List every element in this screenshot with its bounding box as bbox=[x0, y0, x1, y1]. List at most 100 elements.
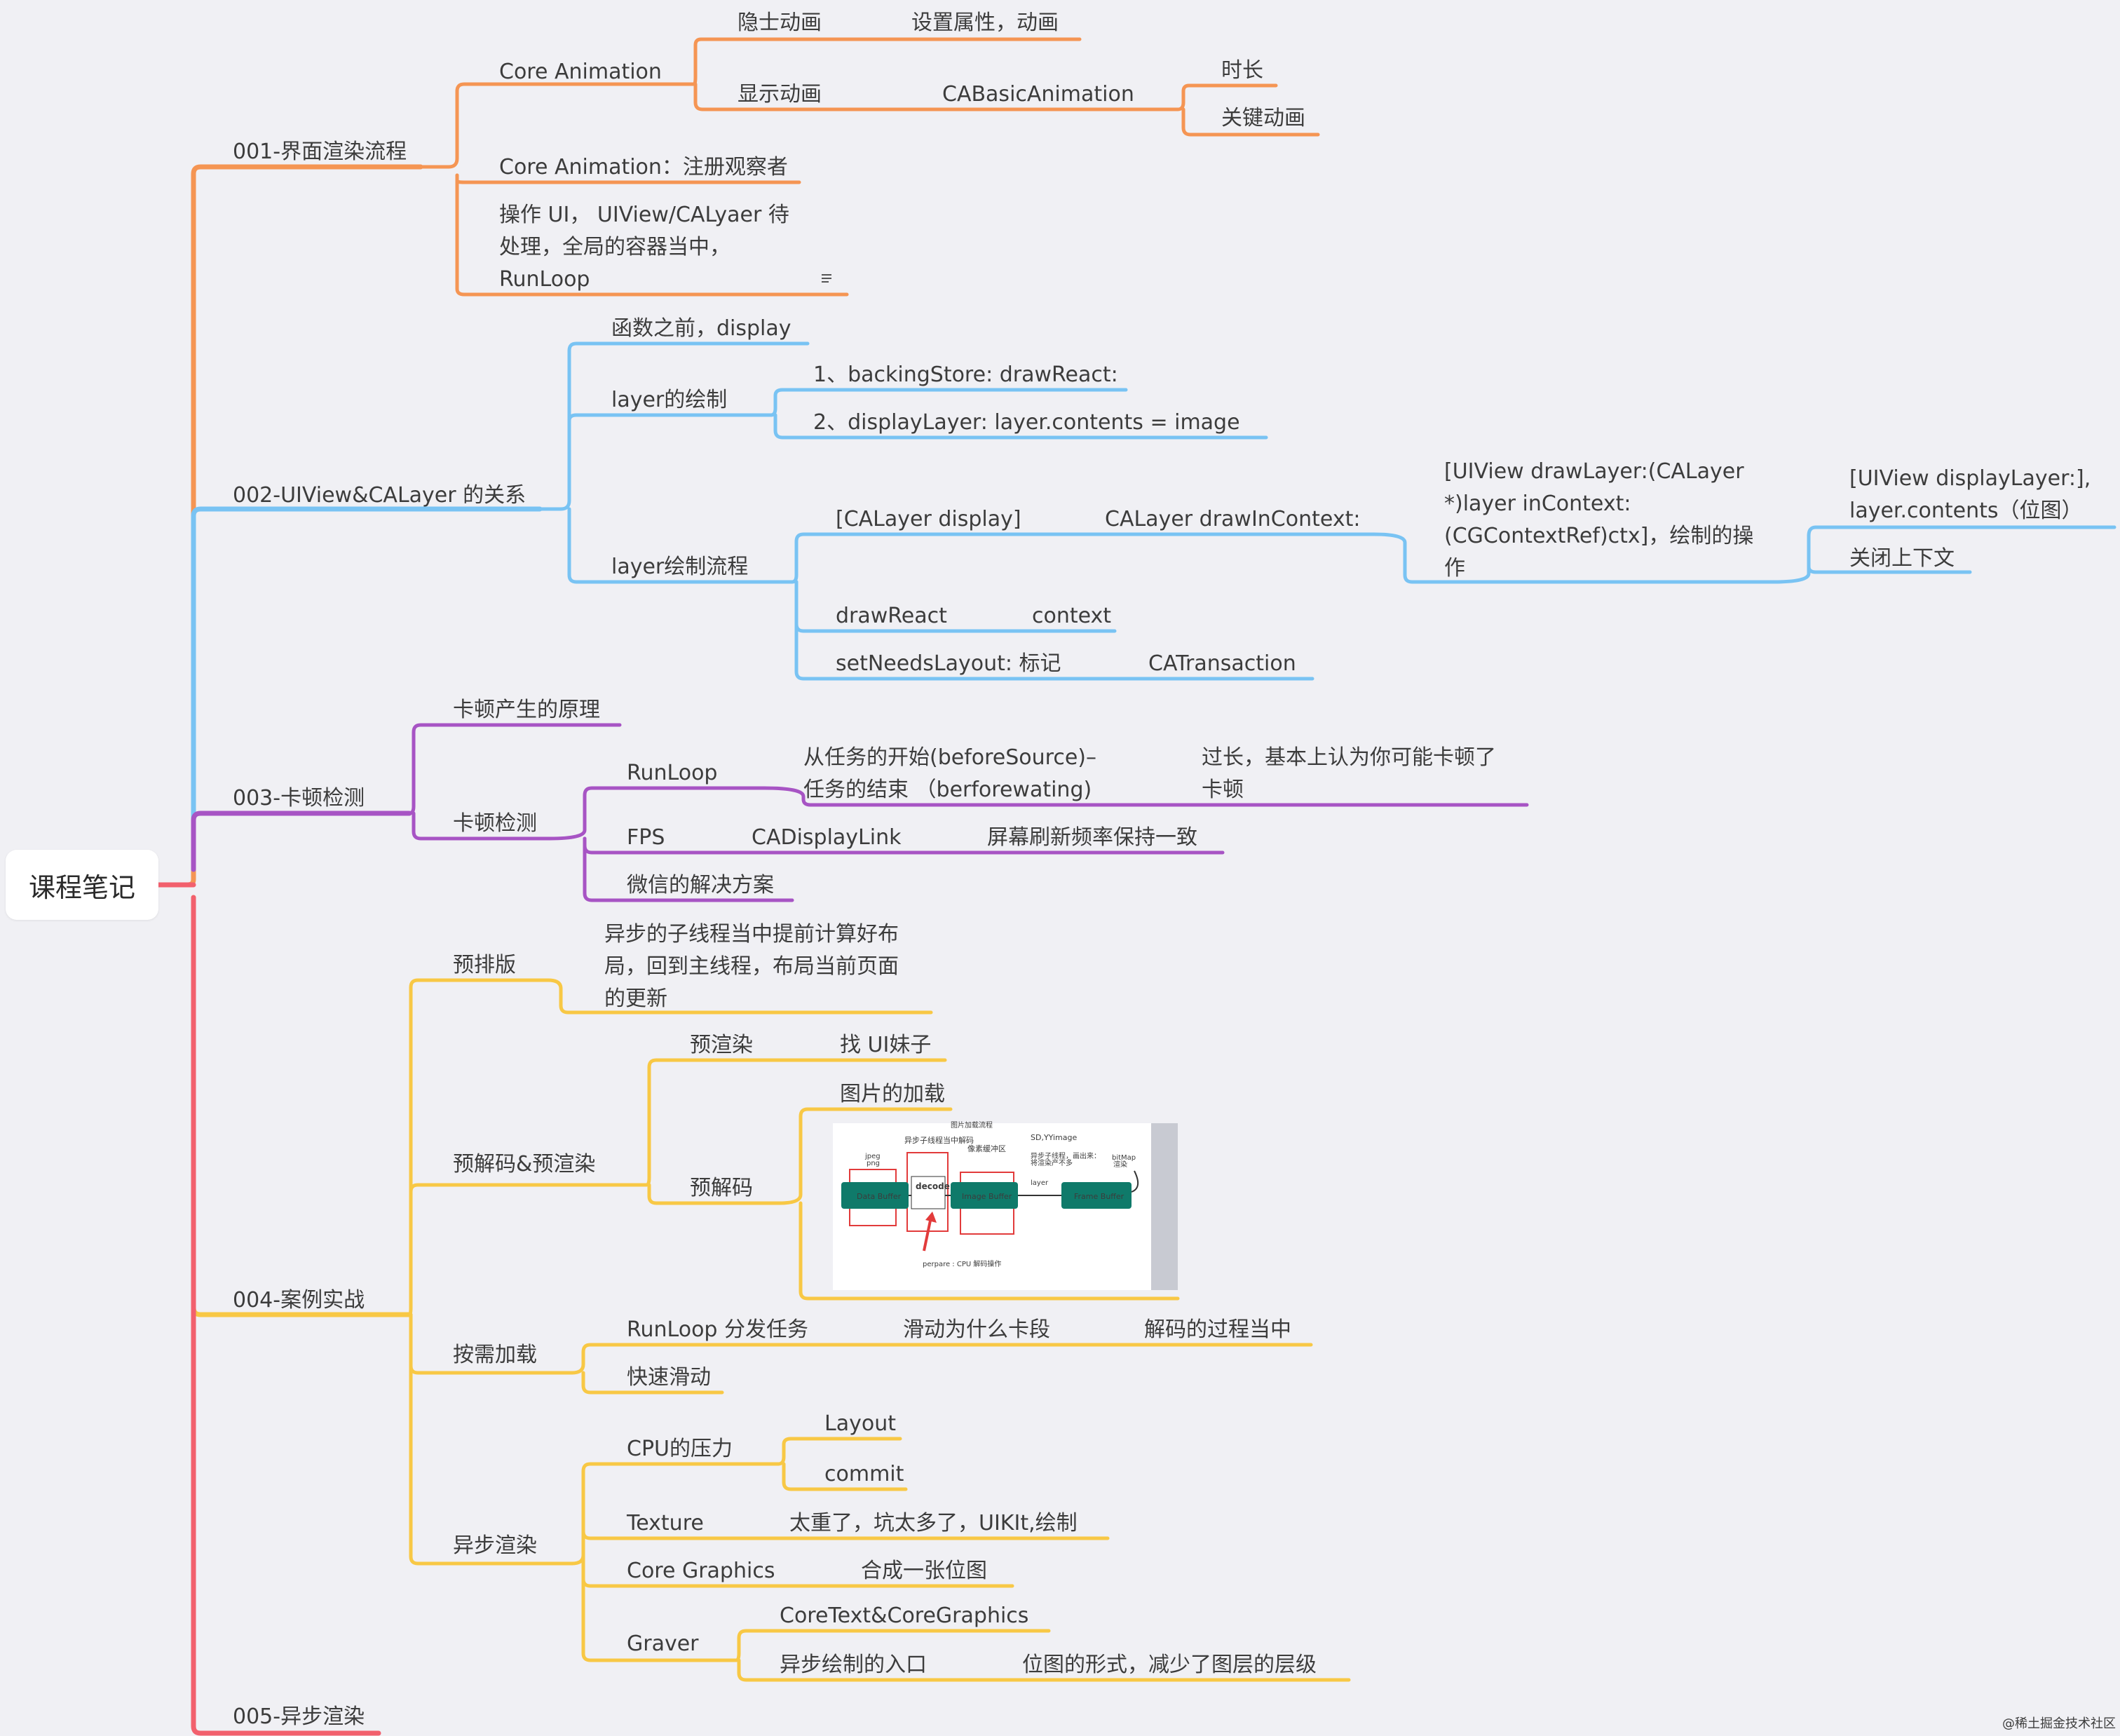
operate-ui-line1[interactable]: 操作 UI， UIView/CALyaer 待 bbox=[499, 203, 789, 227]
implicit-animation-node[interactable]: 隐士动画 bbox=[738, 11, 822, 35]
refresh-rate-node[interactable]: 屏幕刷新频率保持一致 bbox=[987, 825, 1197, 850]
image-loading-thumbnail[interactable]: 图片加载流程 SD,YYimage 异步子线程当中解码 像素缓冲区 jpeg p… bbox=[833, 1120, 1178, 1290]
lag-detect-node[interactable]: 卡顿检测 bbox=[453, 811, 537, 836]
branch-002-label[interactable]: 002-UIView&CALayer 的关系 bbox=[233, 483, 526, 508]
thumbnail-render: 渲染 bbox=[1113, 1160, 1127, 1169]
texture-desc-node[interactable]: 太重了，坑太多了，UIKIt,绘制 bbox=[789, 1511, 1078, 1535]
thumbnail-pixel-buffer: 像素缓冲区 bbox=[967, 1144, 1006, 1153]
compose-bitmap-node[interactable]: 合成一张位图 bbox=[861, 1559, 987, 1583]
root-node[interactable]: 课程笔记 bbox=[6, 850, 158, 920]
thumbnail-prepare-label: perpare : CPU 解码操作 bbox=[923, 1259, 1001, 1268]
branch-005-label[interactable]: 005-异步渲染 bbox=[233, 1704, 365, 1729]
fast-scroll-node[interactable]: 快速滑动 bbox=[627, 1365, 711, 1390]
thumbnail-image-buffer-label: Image Buffer bbox=[962, 1192, 1012, 1201]
branch-004-edges bbox=[407, 978, 1351, 1682]
ca-transaction-node[interactable]: CATransaction bbox=[1148, 651, 1296, 676]
runloop-desc-line1[interactable]: 从任务的开始(beforeSource)– bbox=[803, 745, 1096, 770]
thumbnail-bitmap: bitMap bbox=[1112, 1154, 1136, 1162]
keyframe-node[interactable]: 关键动画 bbox=[1221, 106, 1305, 130]
layer-flow-node[interactable]: layer绘制流程 bbox=[611, 555, 748, 579]
find-ui-node[interactable]: 找 UI妹子 bbox=[840, 1033, 931, 1057]
runloop-desc-line2[interactable]: 任务的结束 （berforewating) bbox=[803, 778, 1092, 802]
pre-layout-desc-line3[interactable]: 的更新 bbox=[604, 986, 667, 1011]
commit-node[interactable]: commit bbox=[824, 1462, 904, 1486]
thumbnail-title: 图片加载流程 bbox=[951, 1120, 993, 1130]
register-observer-node[interactable]: Core Animation：注册观察者 bbox=[499, 155, 788, 179]
operate-ui-line2[interactable]: 处理，全局的容器当中， bbox=[499, 235, 731, 259]
thumbnail-sd-label: SD,YYimage bbox=[1031, 1133, 1077, 1142]
thumbnail-decode-box bbox=[911, 1176, 946, 1209]
watermark: @稀土掘金技术社区 bbox=[2002, 1716, 2116, 1731]
thumbnail-png: png bbox=[867, 1160, 880, 1167]
branch-003-edges bbox=[407, 723, 1529, 902]
cpu-pressure-node[interactable]: CPU的压力 bbox=[627, 1437, 733, 1461]
core-graphics-node[interactable]: Core Graphics bbox=[627, 1559, 775, 1583]
bitmap-form-node[interactable]: 位图的形式，减少了图层的层级 bbox=[1022, 1653, 1317, 1677]
core-animation-node[interactable]: Core Animation bbox=[499, 60, 662, 84]
prerender-node[interactable]: 预渲染 bbox=[690, 1033, 753, 1057]
uiview-displaylayer-line2[interactable]: layer.contents（位图） bbox=[1849, 499, 2083, 523]
fps-node[interactable]: FPS bbox=[627, 825, 665, 850]
pre-layout-desc-line2[interactable]: 局，回到主线程，布局当前页面 bbox=[604, 954, 899, 979]
root-connectors bbox=[156, 164, 543, 1736]
edge-root-005 bbox=[191, 895, 381, 1736]
note-icon[interactable] bbox=[822, 274, 831, 283]
thumbnail-arrow-4 bbox=[1131, 1170, 1139, 1193]
uiview-drawlayer-line3[interactable]: (CGContextRef)ctx]，绘制的操 bbox=[1444, 524, 1753, 548]
branch-003-label[interactable]: 003-卡顿检测 bbox=[233, 786, 365, 811]
edge-root-003 bbox=[191, 811, 412, 872]
branch-001-label[interactable]: 001-界面渲染流程 bbox=[233, 140, 407, 164]
uiview-drawlayer-line4[interactable]: 作 bbox=[1444, 556, 1465, 581]
image-loading-node[interactable]: 图片的加载 bbox=[840, 1082, 945, 1106]
coretext-node[interactable]: CoreText&CoreGraphics bbox=[780, 1603, 1028, 1628]
draw-react-node[interactable]: drawReact bbox=[836, 604, 947, 628]
thumbnail-scrollbar bbox=[1151, 1123, 1178, 1290]
runloop-node[interactable]: RunLoop bbox=[627, 761, 717, 785]
uiview-drawlayer-line1[interactable]: [UIView drawLayer:(CALayer bbox=[1444, 459, 1744, 484]
set-needs-layout-node[interactable]: setNeedsLayout: 标记 bbox=[836, 651, 1061, 676]
explicit-animation-node[interactable]: 显示动画 bbox=[738, 82, 822, 107]
layout-node[interactable]: Layout bbox=[824, 1411, 896, 1436]
runloop-dispatch-node[interactable]: RunLoop 分发任务 bbox=[627, 1317, 808, 1342]
too-long-line2[interactable]: 卡顿 bbox=[1202, 778, 1244, 802]
thumbnail-decode-label: decode bbox=[916, 1181, 950, 1191]
thumbnail-data-buffer-label: Data Buffer bbox=[857, 1192, 902, 1201]
backing-store-node[interactable]: 1、backingStore: drawReact: bbox=[813, 362, 1118, 387]
predecode-node[interactable]: 预解码 bbox=[690, 1176, 753, 1200]
context-node[interactable]: context bbox=[1032, 604, 1111, 628]
operate-ui-line3[interactable]: RunLoop bbox=[499, 267, 590, 292]
thumbnail-data-buffer bbox=[841, 1182, 909, 1209]
display-layer-node[interactable]: 2、displayLayer: layer.contents = image bbox=[813, 410, 1240, 435]
thumbnail-async-thread-1: 异步子线程，画出来： bbox=[1031, 1151, 1101, 1160]
decoding-process-node[interactable]: 解码的过程当中 bbox=[1144, 1317, 1291, 1342]
branch-004-label[interactable]: 004-案例实战 bbox=[233, 1288, 365, 1313]
draw-in-context-node[interactable]: CALayer drawInContext: bbox=[1105, 507, 1360, 531]
pre-layout-desc-line1[interactable]: 异步的子线程当中提前计算好布 bbox=[604, 922, 899, 947]
uiview-drawlayer-line2[interactable]: *)layer inContext: bbox=[1444, 491, 1631, 516]
async-render-node[interactable]: 异步渲染 bbox=[453, 1533, 537, 1558]
calayer-display-node[interactable]: [CALayer display] bbox=[836, 507, 1021, 531]
duration-node[interactable]: 时长 bbox=[1221, 58, 1263, 83]
close-context-node[interactable]: 关闭上下文 bbox=[1849, 546, 1955, 571]
thumbnail-layer: layer bbox=[1031, 1179, 1049, 1187]
on-demand-node[interactable]: 按需加载 bbox=[453, 1343, 537, 1367]
basic-animation-node[interactable]: CABasicAnimation bbox=[942, 82, 1134, 107]
before-display-node[interactable]: 函数之前，display bbox=[611, 316, 791, 341]
async-entry-node[interactable]: 异步绘制的入口 bbox=[780, 1653, 927, 1677]
texture-node[interactable]: Texture bbox=[626, 1511, 704, 1535]
thumbnail-red-arrow bbox=[923, 1216, 932, 1252]
layer-draw-node[interactable]: layer的绘制 bbox=[611, 388, 727, 412]
why-lag-node[interactable]: 滑动为什么卡段 bbox=[903, 1317, 1050, 1342]
uiview-displaylayer-line1[interactable]: [UIView displayLayer:], bbox=[1849, 466, 2091, 491]
display-link-node[interactable]: CADisplayLink bbox=[752, 825, 902, 850]
predecode-prerender-node[interactable]: 预解码&预渲染 bbox=[453, 1152, 595, 1176]
edge-root-002 bbox=[191, 506, 543, 872]
graver-node[interactable]: Graver bbox=[627, 1632, 699, 1656]
too-long-line1[interactable]: 过长，基本上认为你可能卡顿了 bbox=[1202, 745, 1496, 770]
wechat-solution-node[interactable]: 微信的解决方案 bbox=[627, 873, 774, 897]
implicit-animation-desc-node[interactable]: 设置属性，动画 bbox=[911, 11, 1059, 35]
pre-layout-node[interactable]: 预排版 bbox=[453, 953, 516, 977]
edge-root-004 bbox=[191, 895, 412, 1317]
lag-principle-node[interactable]: 卡顿产生的原理 bbox=[453, 698, 600, 722]
thumbnail-jpeg: jpeg bbox=[864, 1153, 881, 1160]
